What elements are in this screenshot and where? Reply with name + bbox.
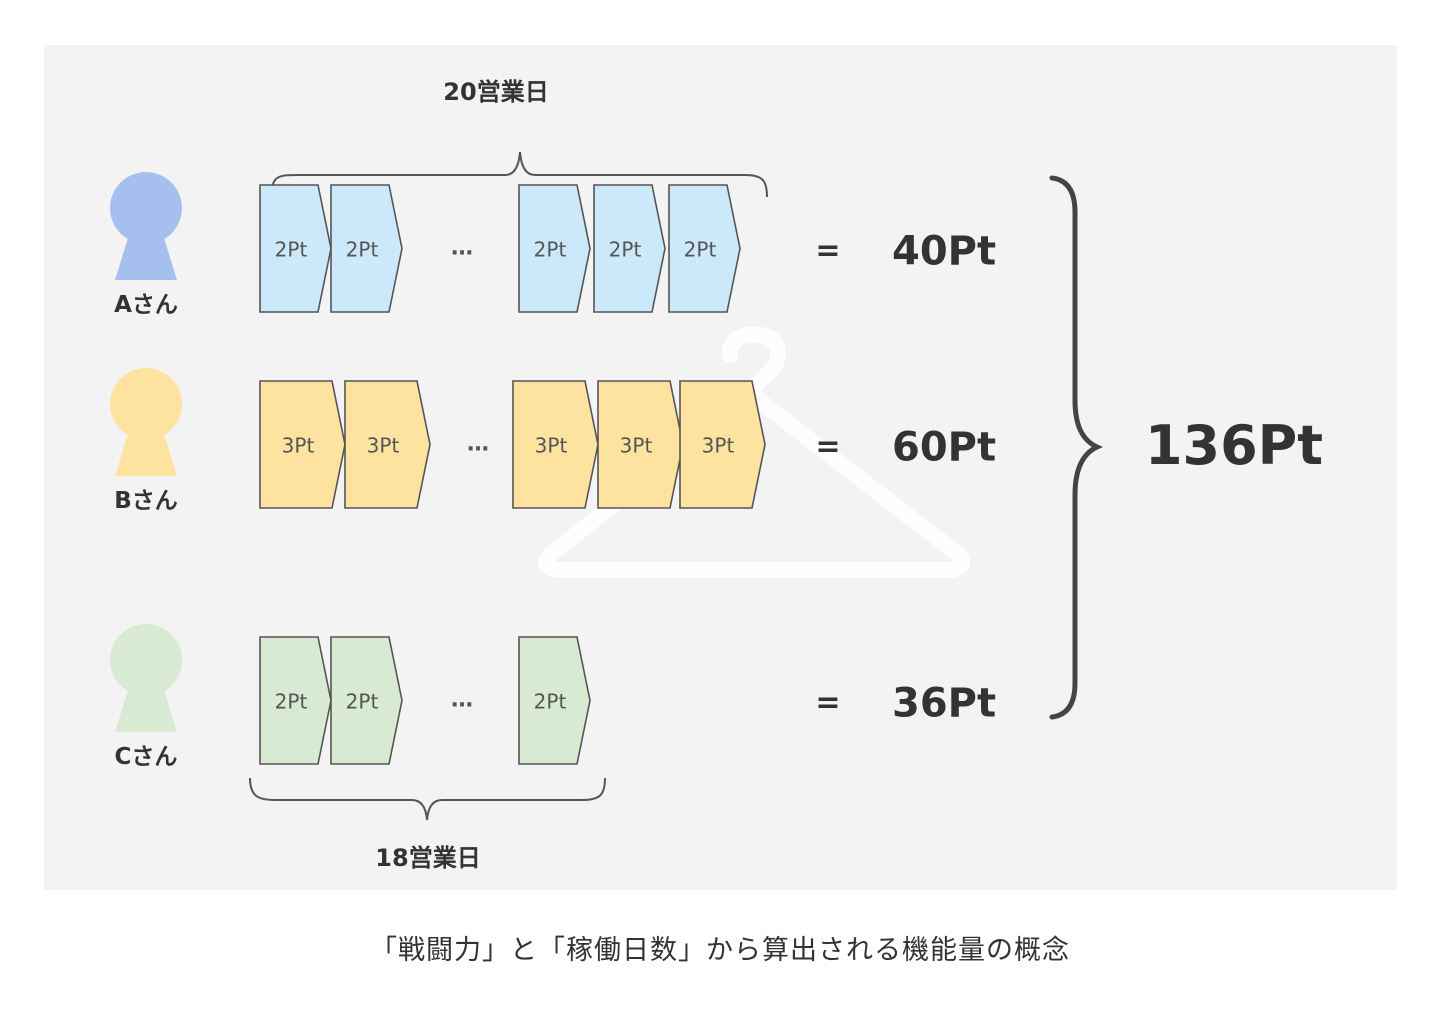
top-span-label: 20営業日	[443, 78, 548, 106]
top-span-brace	[271, 151, 768, 198]
day-points-chip: 3Pt	[679, 380, 766, 509]
person-avatar-icon	[110, 624, 182, 732]
row-result: 40Pt	[892, 229, 996, 275]
chip-label: 2Pt	[275, 238, 308, 262]
chip-label: 2Pt	[275, 690, 308, 714]
chip-label: 3Pt	[620, 434, 653, 458]
total-brace	[1049, 175, 1103, 720]
day-points-chip: 3Pt	[344, 380, 431, 509]
person-avatar-icon	[110, 368, 182, 476]
day-points-chip: 2Pt	[330, 636, 403, 765]
chip-label: 2Pt	[534, 238, 567, 262]
row-result: 60Pt	[892, 425, 996, 471]
chip-label: 3Pt	[282, 434, 315, 458]
ellipsis: …	[451, 688, 473, 713]
total-value: 136Pt	[1145, 414, 1323, 477]
chip-label: 2Pt	[534, 690, 567, 714]
person-label: Aさん	[114, 292, 178, 318]
chip-label: 2Pt	[609, 238, 642, 262]
day-points-chip: 3Pt	[259, 380, 346, 509]
day-points-chip: 2Pt	[593, 184, 666, 313]
day-points-chip: 3Pt	[597, 380, 684, 509]
chip-label: 2Pt	[346, 690, 379, 714]
day-points-chip: 2Pt	[259, 184, 332, 313]
day-points-chip: 2Pt	[518, 636, 591, 765]
row-result: 36Pt	[892, 681, 996, 727]
day-points-chip: 2Pt	[330, 184, 403, 313]
person-row: Aさん 2Pt 2Pt 2Pt 2Pt 2Pt … = 40Pt	[110, 172, 996, 318]
chip-label: 2Pt	[684, 238, 717, 262]
chip-label: 3Pt	[367, 434, 400, 458]
bottom-span-label: 18営業日	[375, 844, 480, 872]
figure-caption: 「戦闘力」と「稼働日数」から算出される機能量の概念	[370, 935, 1070, 966]
hanger-watermark-icon	[537, 326, 970, 578]
person-avatar-icon	[110, 172, 182, 280]
chip-label: 3Pt	[702, 434, 735, 458]
ellipsis: …	[467, 432, 489, 457]
day-points-chip: 2Pt	[518, 184, 591, 313]
day-points-chip: 3Pt	[512, 380, 599, 509]
person-label: Bさん	[114, 488, 178, 514]
equals-sign: =	[815, 234, 840, 269]
bottom-span-brace	[249, 777, 606, 821]
person-row: Cさん 2Pt 2Pt 2Pt … = 36Pt	[110, 624, 996, 770]
ellipsis: …	[451, 236, 473, 261]
chip-label: 2Pt	[346, 238, 379, 262]
person-label: Cさん	[115, 744, 178, 770]
person-row: Bさん 3Pt 3Pt 3Pt 3Pt 3Pt … = 60Pt	[110, 368, 996, 514]
day-points-chip: 2Pt	[668, 184, 741, 313]
chip-label: 3Pt	[535, 434, 568, 458]
equals-sign: =	[815, 430, 840, 465]
equals-sign: =	[815, 686, 840, 721]
day-points-chip: 2Pt	[259, 636, 332, 765]
